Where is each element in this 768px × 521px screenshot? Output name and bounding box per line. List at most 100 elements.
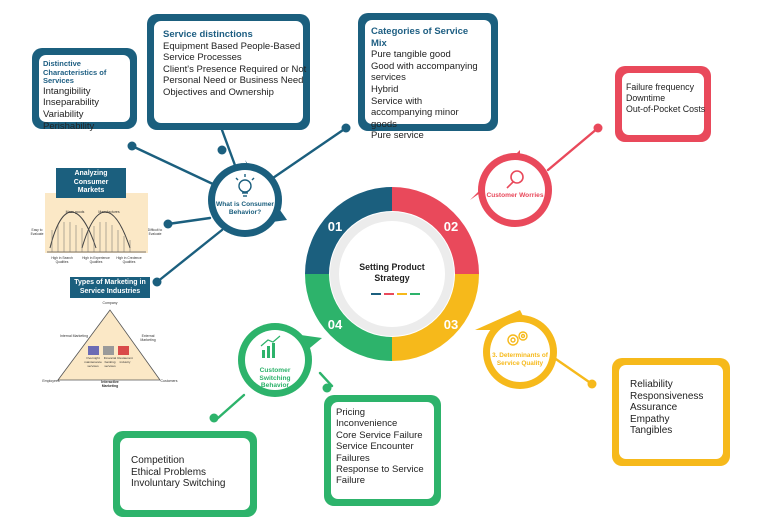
quality-item: Reliability	[630, 379, 673, 390]
triangle-top-label: Company	[102, 301, 118, 305]
dot	[593, 123, 603, 133]
center-title: Setting Product Strategy	[359, 262, 425, 283]
customer-worries-label: Customer Worries	[486, 192, 544, 199]
distinction-item: Service Processes	[163, 52, 242, 64]
triangle-bottom-left-label: Employees	[42, 379, 60, 383]
connector-quality	[548, 353, 594, 386]
distinction-item: Personal Need or Business Need	[163, 75, 304, 87]
distinctive-title: Distinctive Characteristics of Services	[43, 59, 107, 86]
bar-chart-icon	[260, 335, 281, 358]
connector-worries	[546, 126, 600, 172]
distinction-item: Objectives and Ownership	[163, 86, 274, 98]
consumer-behavior-label: What is Consumer Behavior?	[216, 201, 274, 216]
distinctive-item: Variability	[43, 108, 84, 120]
competition-item: Ethical Problems	[131, 466, 207, 478]
distinction-item: Equipment Based People-Based	[163, 40, 301, 52]
gears-icon	[507, 331, 528, 346]
connector-distinctions	[220, 128, 238, 170]
distinctive-item: Inseparability	[43, 97, 99, 109]
triangle-left-label: Internal Marketing	[60, 334, 89, 338]
service-quality-label: 3. Determinants of Service Quality	[492, 352, 548, 367]
service-label: Financial banking services	[103, 356, 117, 368]
quality-item: Assurance	[630, 402, 678, 414]
axis-left-label: Easy to Evaluate	[30, 228, 44, 236]
service-mix-item: Pure service	[371, 130, 424, 142]
service-mix-item: Good with accompanying services	[371, 60, 478, 84]
competition-box: Competition Ethical Problems Involuntary…	[113, 431, 257, 517]
analyzing-chart	[45, 193, 148, 253]
dot	[322, 383, 332, 393]
switching-item: Service Encounter Failures	[336, 441, 414, 464]
switching-item: Core Service Failure	[336, 429, 423, 441]
dot	[152, 277, 162, 287]
worry-item: Failure frequency	[626, 82, 694, 92]
segment-04	[305, 274, 392, 361]
customer-worries-box: Failure frequency Downtime Out-of-Pocket…	[615, 66, 711, 142]
dot	[127, 141, 137, 151]
switching-behavior-label: Customer Switching Behavior	[259, 367, 291, 390]
service-quality-box: Reliability Responsiveness Assurance Emp…	[612, 358, 730, 466]
dot	[217, 145, 227, 155]
service-mix-box: Categories of Service Mix Pure tangible …	[358, 13, 498, 141]
dot	[163, 219, 173, 229]
curve-left-label: Mass goods	[65, 210, 85, 214]
dot	[341, 123, 351, 133]
bottom-label: High in Experience Qualities	[82, 256, 110, 264]
service-distinctions-title: Service distinctions	[163, 29, 253, 40]
node-consumer-behavior	[208, 160, 287, 237]
triangle-bottom-right-label: Customers	[160, 379, 178, 383]
segment-number-04: 04	[327, 317, 343, 332]
center-donut	[305, 187, 479, 361]
marketing-triangle	[57, 309, 161, 381]
worry-item: Downtime	[626, 93, 666, 103]
axis-right-label: Difficult to Evaluate	[147, 228, 163, 236]
service-distinctions-box: Service distinctions Equipment Based Peo…	[147, 14, 310, 130]
segment-number-01: 01	[327, 219, 343, 234]
service-mix-item: Service with accompanying minor goods	[371, 95, 459, 130]
connector-switching-reasons	[318, 371, 334, 388]
quality-item: Responsiveness	[630, 390, 704, 402]
worry-item: Out-of-Pocket Costs	[626, 104, 706, 114]
connector-analyzing	[166, 216, 212, 226]
switching-item: Pricing	[336, 407, 366, 418]
segment-01	[305, 187, 392, 274]
service-mix-item: Hybrid	[371, 83, 399, 95]
competition-item: Competition	[131, 455, 185, 466]
switching-reasons-box: Pricing Inconvenience Core Service Failu…	[324, 395, 441, 506]
segment-03	[392, 274, 479, 361]
node-service-quality	[475, 310, 557, 389]
analyzing-tag: Analyzing Consumer Markets	[56, 168, 126, 198]
distinction-item: Client's Presence Required or Not	[163, 63, 307, 75]
curve-right-label: Manufactures	[98, 210, 120, 214]
distinctive-item: Intangibility	[43, 85, 91, 97]
center-disc	[339, 221, 445, 327]
connector-competition	[216, 393, 246, 420]
marketing-tag: Types of Marketing in Service Industries	[70, 277, 150, 298]
dot	[587, 379, 597, 389]
node-customer-worries	[470, 150, 552, 227]
quality-item: Empathy	[630, 413, 670, 425]
quality-item: Tangibles	[630, 425, 673, 437]
triangle-right-label: External Marketing	[140, 334, 156, 342]
node-switching-behavior	[238, 323, 322, 397]
triangle-bottom-center-label: Interactive Marketing	[101, 380, 119, 388]
connector-service-mix	[268, 126, 348, 182]
segment-number-02: 02	[443, 219, 459, 234]
segment-02	[392, 187, 479, 274]
service-mix-title: Categories of Service Mix	[371, 26, 469, 49]
service-label: Restaurant industry	[117, 356, 133, 364]
segment-number-03: 03	[443, 317, 459, 332]
lightbulb-icon	[235, 174, 255, 197]
distinctive-characteristics-box: Distinctive Characteristics of Services …	[32, 48, 137, 132]
dot	[209, 413, 219, 423]
bottom-label: High in Credence Qualities	[116, 256, 142, 264]
distinctive-item: Perishability	[43, 120, 95, 132]
connector-marketing	[155, 228, 224, 284]
connector-distinctive	[130, 144, 217, 187]
bottom-label: High in Search Qualities	[51, 256, 73, 264]
service-mix-item: Pure tangible good	[371, 49, 451, 61]
switching-item: Response to Service Failure	[336, 464, 424, 487]
competition-item: Involuntary Switching	[131, 478, 226, 490]
switching-item: Inconvenience	[336, 418, 398, 430]
